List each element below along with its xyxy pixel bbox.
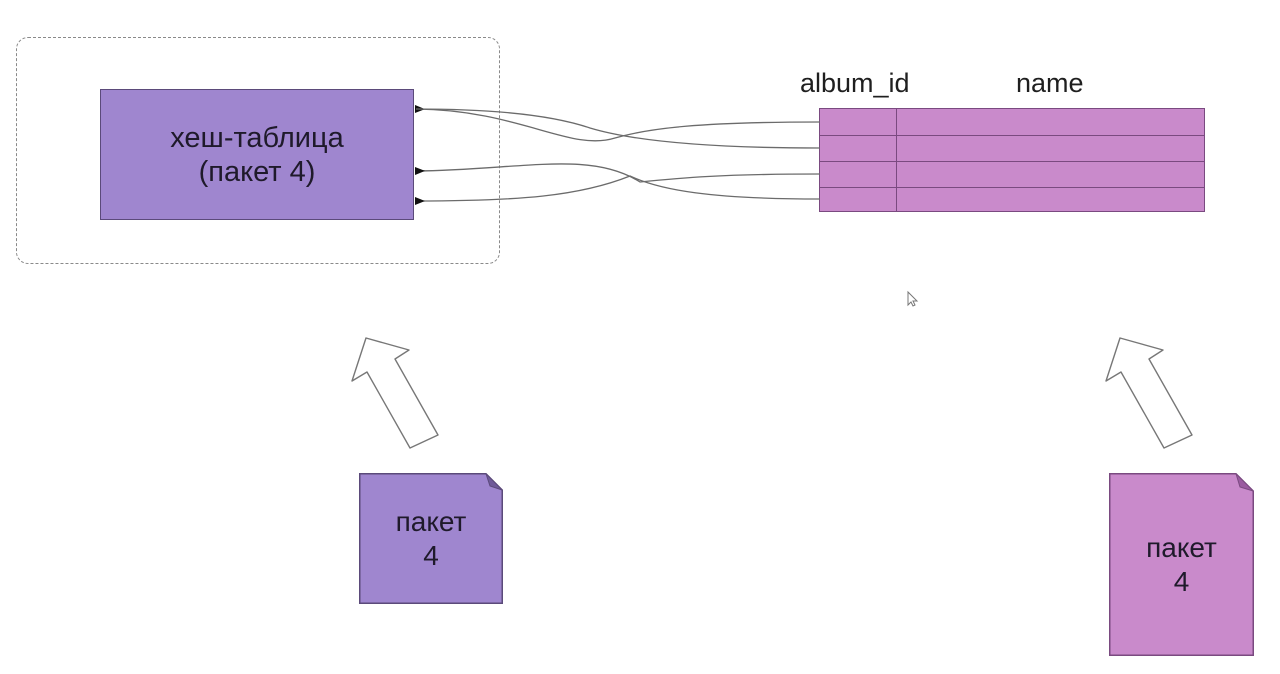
document-icon [1109, 473, 1254, 656]
column-header-name: name [1016, 68, 1084, 98]
hash-table-box: хеш-таблица (пакет 4) [100, 89, 414, 220]
lookup-connector [414, 104, 821, 142]
packet-file-hash: пакет 4 [359, 473, 503, 604]
up-arrow-icon [1105, 337, 1193, 449]
table-row [820, 161, 1204, 187]
document-icon [359, 473, 503, 604]
packet-number: 4 [423, 539, 439, 571]
lookup-connector [414, 175, 821, 206]
packet-file-table: пакет 4 [1109, 473, 1254, 656]
table-row [820, 135, 1204, 161]
column-header-album-id: album_id [800, 68, 910, 98]
packet-label: пакет [395, 505, 467, 537]
hash-table-group [16, 37, 500, 264]
packet-number: 4 [1173, 565, 1190, 597]
hash-table-subtitle: (пакет 4) [198, 155, 316, 188]
column-separator [896, 109, 898, 211]
data-table [819, 108, 1205, 212]
mouse-cursor-icon [907, 290, 919, 307]
lookup-connector [415, 108, 821, 149]
table-row [820, 187, 1204, 213]
packet-label: пакет [1146, 531, 1217, 563]
up-arrow-icon [351, 337, 439, 449]
hash-table-title: хеш-таблица [170, 121, 344, 154]
lookup-connector [414, 163, 821, 183]
